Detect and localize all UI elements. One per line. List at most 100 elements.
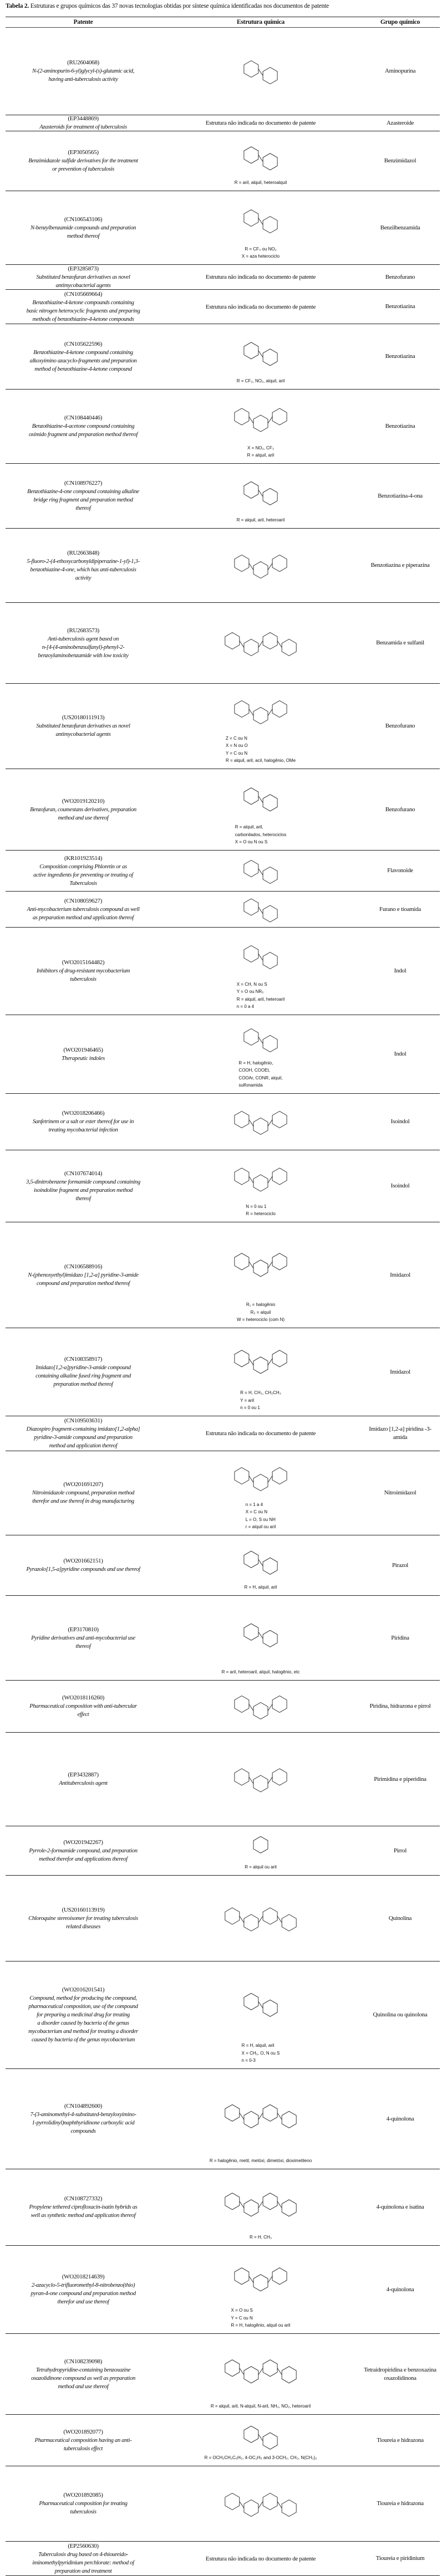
chemical-group: Pirazol xyxy=(392,1561,409,1569)
group-cell: Isoindol xyxy=(360,1150,440,1222)
patent-cell: (KR101923514)Composition comprising Phlo… xyxy=(6,851,161,891)
table-row: (WO2018206466)Sanfetrinem or a salt or e… xyxy=(6,1094,440,1150)
patent-cell: (EP3448869)Azasteroids for treatment of … xyxy=(6,115,161,131)
bond-line xyxy=(248,1119,254,1126)
substituent-definition: W = heterociclo (com N) xyxy=(236,1317,285,1322)
patent-title: Chloroquine stereoisomer for treating tu… xyxy=(28,1915,138,1930)
bond-line xyxy=(258,217,263,225)
ring-shape xyxy=(262,2492,278,2510)
chemical-structure-drawing xyxy=(243,859,278,884)
group-cell: 4-quinolona xyxy=(360,2246,440,2333)
table-body: (RU2604068)N-(2-aminopurin-6-yl)glycyl-(… xyxy=(6,28,440,2576)
ring-shape xyxy=(243,341,259,359)
chemical-group: Furano e tioamida xyxy=(379,905,421,913)
structure-cell: R = alquil ou aril xyxy=(161,1826,360,1875)
ring-shape xyxy=(262,2432,278,2450)
chemical-group: Flavonoide xyxy=(387,867,413,874)
group-cell: Azasteroide xyxy=(360,115,440,131)
structure-not-indicated: Estrutura não indicada no documento de p… xyxy=(205,120,316,126)
group-cell: Furano e tioamida xyxy=(360,892,440,927)
bond-line xyxy=(258,154,263,162)
structure-cell: R = aril, heteroaril, alquil, halogênio,… xyxy=(161,1596,360,1680)
patent-title: Diazospiro fragment-containing imidazo[1… xyxy=(26,1426,140,1449)
patent-number: (CN108727332) xyxy=(64,2195,103,2202)
group-cell: Benzotiazina xyxy=(360,390,440,463)
patent-number: (EP3432887) xyxy=(68,1771,99,1778)
chemical-structure-drawing xyxy=(234,1349,287,1374)
group-cell: Benzotiazina xyxy=(360,290,440,324)
chemical-structure-drawing xyxy=(243,341,278,366)
ring-shape xyxy=(262,488,278,505)
patent-cell: (CN108727332)Propylene tethered ciproflo… xyxy=(6,2169,161,2245)
patent-title: 5-fluoro-2-(4-ethoxycarbonyldipiperazine… xyxy=(27,558,140,581)
bond-line xyxy=(267,562,273,570)
bond-line xyxy=(239,1916,245,1923)
chemical-structure-drawing xyxy=(234,1695,287,1719)
ring-shape xyxy=(253,1702,268,1719)
group-cell: Benzofurano xyxy=(360,769,440,850)
ring-shape xyxy=(243,1028,259,1046)
structure-cell: R = H, halogênio,COOH, COOEt,COOAr, CONR… xyxy=(161,1015,360,1093)
table-row: (EP3285873)Substituted benzofuran deriva… xyxy=(6,265,440,290)
table-row: (WO2016201541)Compound, method for produ… xyxy=(6,1962,440,2069)
ring-shape xyxy=(225,632,240,649)
ring-shape xyxy=(262,1630,278,1647)
ring-shape xyxy=(281,2111,297,2128)
chemical-group: Tioureia e piridinium xyxy=(375,2555,425,2562)
structure-cell: R = aril, alquil, heteroalquil xyxy=(161,131,360,191)
substituent-definition: R = OCH₂CH₂C₆H₅, 4-OC₂H₅ and 3-OCH₃, CH₃… xyxy=(204,2455,317,2460)
chemical-group: Aminopurina xyxy=(384,68,416,74)
table-row: (US20160113919) Chloroquine stereoisomer … xyxy=(6,1876,440,1962)
patent-cell: (CN108239098)Tetrahydropyridine-containi… xyxy=(6,2334,161,2414)
table-row: (CN107674014)3,5-dinitrobenzene formamid… xyxy=(6,1150,440,1222)
column-header-group: Grupo químico xyxy=(380,19,420,25)
bond-line xyxy=(248,1358,254,1365)
ring-shape xyxy=(234,1695,250,1713)
bond-line xyxy=(258,68,263,76)
group-cell: Imidazol xyxy=(360,1328,440,1416)
patent-title: N-(phenoxyethyl)imidazo [1,2-a] pyridine… xyxy=(28,1272,139,1287)
ring-shape xyxy=(262,866,278,884)
patent-cell: (WO2018206466)Sanfetrinem or a salt or e… xyxy=(6,1094,161,1150)
structure-cell: R = alquil, aril, heteroaril xyxy=(161,464,360,528)
substituent-definition: R = halogênio, metil, metóxi, dimetóxi, … xyxy=(209,2158,312,2163)
structure-cell: R = H, alquil, aril xyxy=(161,1535,360,1595)
patent-number: (CN108358917) xyxy=(64,1356,103,1363)
patent-structures-table: Patente Estrutura química Grupo químico … xyxy=(6,17,440,2576)
substituent-definitions: R = alquil ou aril xyxy=(245,1863,277,1871)
patent-cell: (CN106543106)N-benzylbenzamide compounds… xyxy=(6,191,161,264)
ring-shape xyxy=(234,554,250,572)
ring-shape xyxy=(253,706,268,724)
group-cell: Tioureia e hidrazona xyxy=(360,2466,440,2541)
bond-line xyxy=(258,868,263,875)
group-cell: Aminopurina xyxy=(360,28,440,115)
patent-number: (US20160113919) xyxy=(62,1906,105,1913)
group-cell: Benzimidazol xyxy=(360,131,440,191)
chemical-structure-drawing xyxy=(253,1836,268,1853)
patent-cell: (CN104892600)7-(3-aminomethyl-4-substitu… xyxy=(6,2069,161,2169)
substituent-definitions: R = aril, alquil, heteroalquil xyxy=(235,179,287,187)
bond-line xyxy=(258,795,263,803)
bond-line xyxy=(277,1916,282,1923)
patent-cell: (EP3050565)Benzimidazole sulfide derivat… xyxy=(6,131,161,191)
chemical-structure-drawing xyxy=(225,2359,297,2383)
bond-line xyxy=(258,2367,263,2375)
bond-line xyxy=(248,1176,254,1183)
patent-number: (CN106543106) xyxy=(64,216,103,223)
chemical-group: Benzotiazina xyxy=(385,423,415,429)
patent-title: Anti-mycobacterium tuberculosis compound… xyxy=(27,906,140,921)
table-row: (RU2663848)5-fluoro-2-(4-ethoxycarbonyld… xyxy=(6,529,440,603)
patent-cell: (EP3170810)Pyridine derivatives and anti… xyxy=(6,1596,161,1680)
patent-number: (CN108976227) xyxy=(64,480,103,486)
ring-shape xyxy=(234,1467,250,1484)
chemical-group: Nitroimidazol xyxy=(384,1489,416,1496)
patent-cell: (CN105622596)Benzothiazine-4-ketone comp… xyxy=(6,324,161,389)
chemical-structure-drawing xyxy=(225,2492,297,2517)
group-cell: Benzamida e sulfanil xyxy=(360,603,440,683)
substituent-definition: R = CF₃ ou NO₂ xyxy=(245,246,277,252)
structure-cell xyxy=(161,529,360,602)
